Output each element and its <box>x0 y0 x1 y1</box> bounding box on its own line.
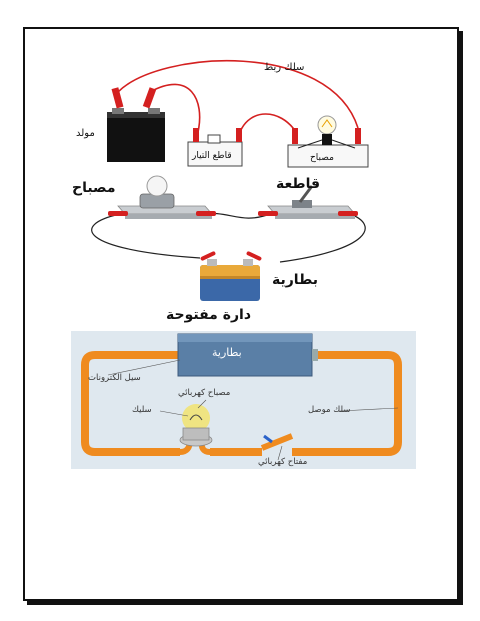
top-circuit <box>107 59 369 168</box>
bulb-glow <box>182 404 210 432</box>
orange-wire <box>292 351 402 456</box>
light-bulb <box>179 404 213 447</box>
red-clip <box>111 87 124 109</box>
switch-box <box>187 128 243 167</box>
lamp-box <box>287 115 369 168</box>
lamp-label: مصباح <box>310 153 334 163</box>
red-clip <box>108 211 128 216</box>
red-clip <box>193 128 199 142</box>
wire-conductor-label: سلك موصل <box>308 405 351 415</box>
bulb-icon <box>317 115 337 135</box>
red-clip <box>258 211 278 216</box>
red-clip <box>338 211 358 216</box>
knife-switch <box>258 185 358 219</box>
switch-label: قاطع التيار <box>192 151 232 161</box>
bulb-icon <box>146 175 168 197</box>
switch-electric-label: مفتاح كهربائي <box>258 457 308 467</box>
open-circuit-caption: دارة مفتوحة <box>166 307 251 323</box>
generator <box>107 87 165 162</box>
open-circuit <box>91 175 366 301</box>
filament <box>189 414 203 421</box>
connecting-wire <box>117 59 359 129</box>
open-battery-label: بطارية <box>272 272 318 288</box>
connecting-wire <box>149 83 201 133</box>
page-frame <box>23 27 459 601</box>
battery-label: بطارية <box>212 346 242 359</box>
open-lamp-label: مصباح <box>72 180 116 196</box>
switch-lever <box>298 185 314 203</box>
bottom-circuit <box>71 331 416 469</box>
bulb-label: مصباح كهربائي <box>178 388 231 398</box>
red-clip <box>292 128 298 144</box>
connecting-wire <box>239 113 297 133</box>
electron-flow-label: سيل الكترونات <box>88 373 141 383</box>
lamp-on-base <box>108 175 216 219</box>
red-clip <box>142 87 157 109</box>
red-clip <box>196 211 216 216</box>
black-wire <box>279 213 366 263</box>
orange-wire <box>81 351 180 456</box>
electric-switch <box>260 433 294 451</box>
generator-body <box>107 112 165 162</box>
open-switch-label: قاطعة <box>276 176 321 192</box>
battery <box>200 251 262 301</box>
red-clip <box>200 251 216 261</box>
red-clip <box>246 251 262 261</box>
black-wire <box>91 213 201 259</box>
filament-label: سليك <box>132 405 152 415</box>
wire-label: سلك ربط <box>264 62 305 73</box>
red-clip <box>355 128 361 144</box>
switch-lever <box>260 433 294 451</box>
generator-label: مولد <box>76 128 95 139</box>
red-clip <box>236 128 242 142</box>
